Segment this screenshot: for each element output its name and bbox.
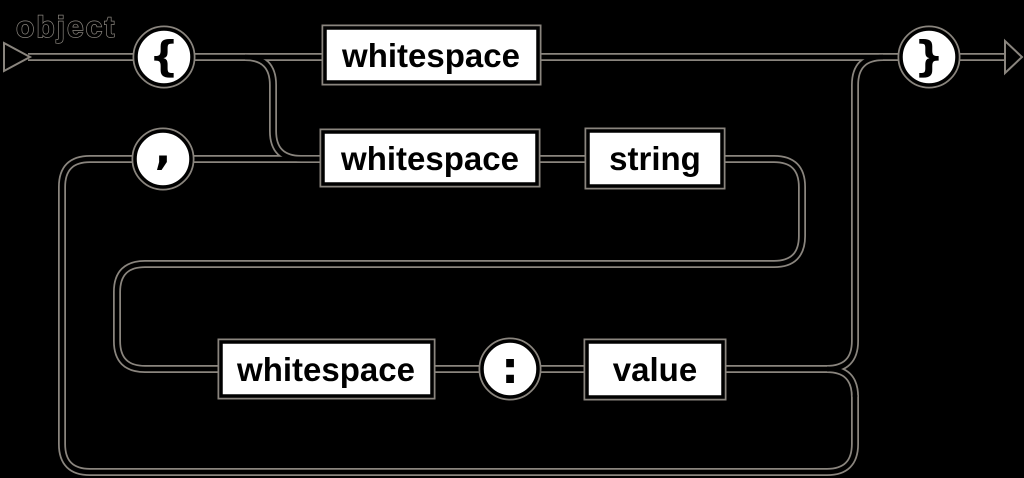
node-whitespace-middle-label: whitespace (340, 140, 519, 177)
terminal-colon (480, 339, 540, 399)
terminal-comma-label: , (155, 124, 172, 175)
connector-lines (28, 54, 1006, 475)
node-whitespace-middle (321, 130, 539, 186)
start-arrow-icon (3, 41, 33, 73)
terminal-open-brace (134, 27, 194, 87)
terminal-colon-label: : (501, 343, 519, 394)
line-branch-down-to-member-row (244, 54, 325, 162)
node-whitespace-bottom-label: whitespace (236, 351, 415, 388)
terminal-open-brace-label: { (149, 32, 179, 81)
end-arrow-icon (1004, 38, 1024, 76)
terminal-close-brace-label: } (914, 32, 944, 81)
node-whitespace-top (323, 26, 540, 84)
node-string-label: string (609, 140, 701, 177)
terminal-close-brace (899, 27, 959, 87)
node-string (586, 129, 724, 188)
line-junction-up-to-close-brace (826, 54, 884, 372)
line-loop-back-to-comma (59, 156, 858, 475)
line-string-down-to-bottom-row (114, 156, 805, 372)
node-value-label: value (613, 351, 697, 388)
node-whitespace-top-label: whitespace (341, 37, 520, 74)
node-whitespace-bottom (219, 340, 434, 398)
line-junction-down-to-loop (826, 366, 858, 398)
diagram-title: object (16, 11, 116, 44)
terminal-comma (133, 129, 193, 189)
node-value (585, 340, 725, 399)
